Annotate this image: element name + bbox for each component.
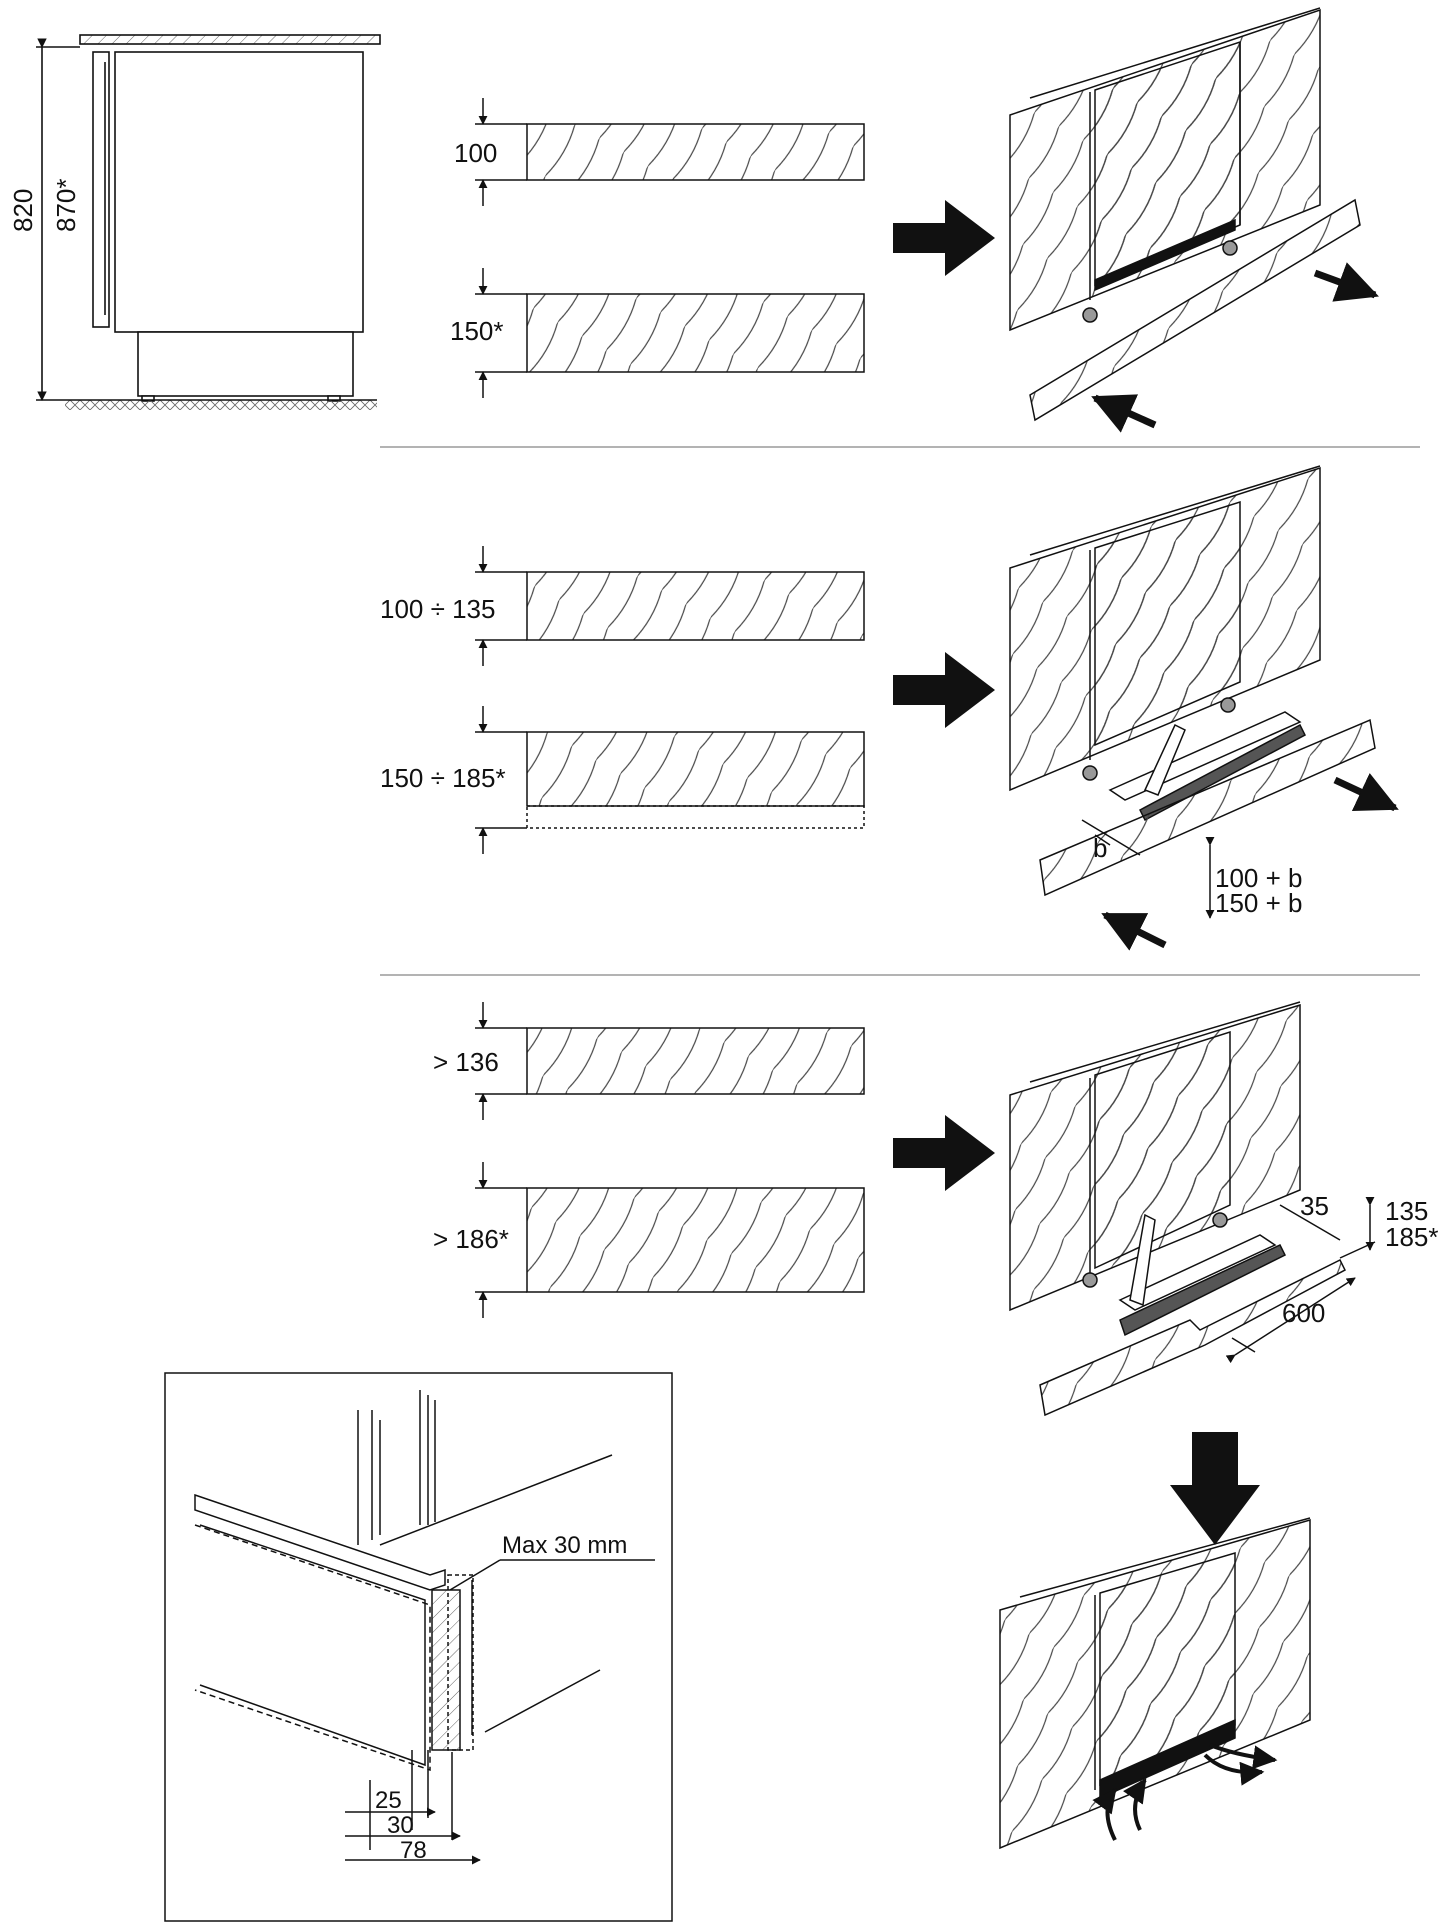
row1-push-arrow-icon	[1313, 262, 1379, 302]
door-panel	[92, 51, 110, 328]
row3-height-top-label: 135	[1385, 1196, 1428, 1226]
row-3-perspective	[1009, 1001, 1376, 1417]
row1-right-arrow-icon	[893, 200, 995, 276]
plinth-top-row1	[526, 123, 865, 181]
height-label: 820	[8, 189, 38, 232]
row-2-plinths	[475, 546, 865, 854]
row1-plinth-top-label: 100	[454, 138, 497, 168]
row3-right-arrow-icon	[893, 1115, 995, 1191]
row2-push-arrow-2-icon	[1101, 911, 1167, 951]
plinth-top-row2	[526, 571, 865, 641]
row-1-plinths	[475, 98, 865, 398]
height-alt-label: 870*	[51, 179, 81, 233]
row3-plinth-bottom-label: > 186*	[433, 1224, 509, 1254]
row1-push-arrow-2-icon	[1091, 394, 1157, 433]
row2-plinth-top-label: 100 ÷ 135	[380, 594, 495, 624]
row-3-plinths	[475, 1002, 865, 1318]
row3-length-label: 600	[1282, 1298, 1325, 1328]
appliance-body	[114, 51, 364, 333]
appliance-base	[137, 331, 354, 397]
detail-inset	[164, 1372, 673, 1922]
row3-plinth-top-label: > 136	[433, 1047, 499, 1077]
floor	[65, 400, 377, 410]
row2-result-top-label: 100 + b	[1215, 863, 1302, 893]
worktop	[79, 34, 381, 45]
row-1-perspective	[1009, 7, 1361, 422]
row2-result-bottom-label: 150 + b	[1215, 888, 1302, 918]
detail-dim-b-label: 30	[387, 1812, 414, 1839]
row2-plinth-bottom-label: 150 ÷ 185*	[380, 763, 506, 793]
plinth-bottom-row3	[526, 1187, 865, 1293]
final-installed-view	[999, 1517, 1311, 1850]
plinth-bottom-row2	[526, 731, 865, 807]
down-arrow-icon	[1170, 1432, 1260, 1545]
row1-plinth-bottom-label: 150*	[450, 316, 504, 346]
plinth-top-row3	[526, 1027, 865, 1095]
detail-dim-a-label: 25	[375, 1787, 402, 1814]
row2-push-arrow-icon	[1333, 772, 1399, 812]
detail-max-gap-label: Max 30 mm	[502, 1532, 627, 1559]
row2-right-arrow-icon	[893, 652, 995, 728]
detail-dim-c-label: 78	[400, 1837, 427, 1864]
row-2-perspective	[1009, 465, 1376, 919]
row2-cut-width-label: b	[1093, 833, 1107, 863]
row3-depth-label: 35	[1300, 1191, 1329, 1221]
row3-height-bottom-label: 185*	[1385, 1222, 1439, 1252]
appliance-side-view	[36, 34, 381, 410]
plinth-bottom-row1	[526, 293, 865, 373]
